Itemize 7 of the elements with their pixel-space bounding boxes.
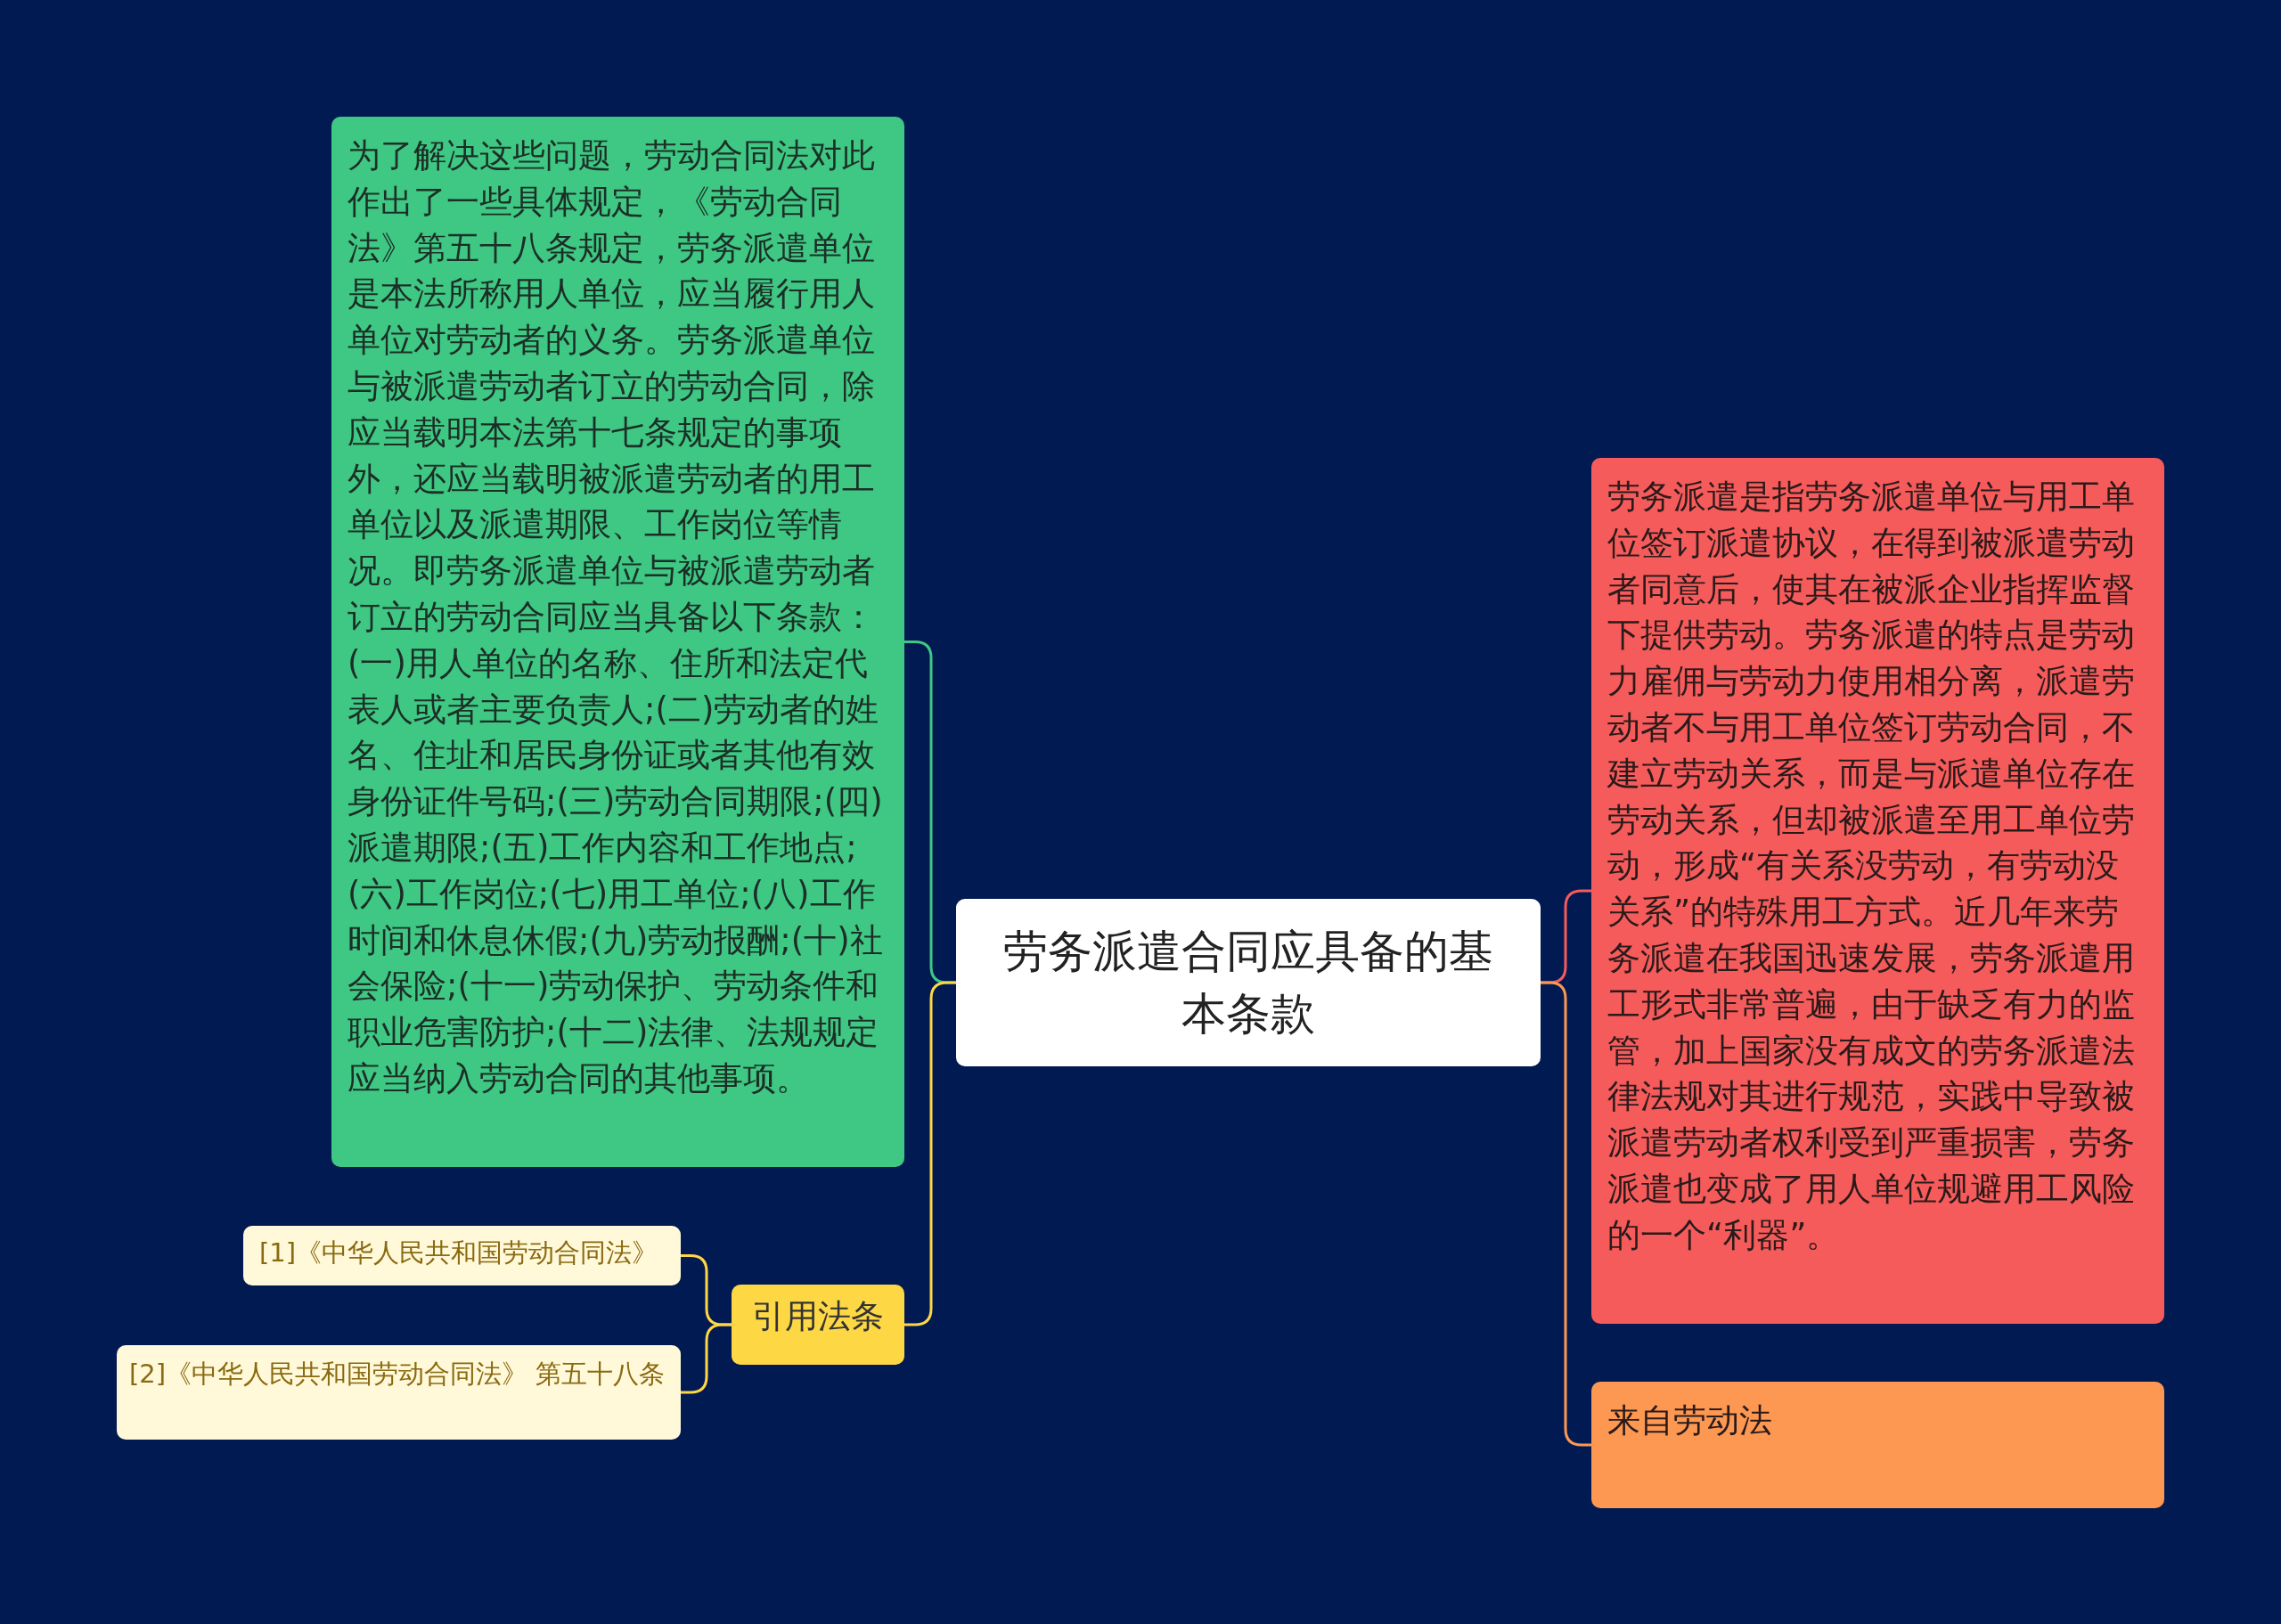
text-box: 为了解决这些问题，劳动合同法对此作出了一些具体规定，《劳动合同法》第五十八条规定，劳务派遣单位是本法所称用人单位，应当履行用人单位对劳动者的义务。劳务派遣单位与被派遣劳动者订立的劳动合同，除应当载明本法第十七条规定的事项外，还应当载明被派遣劳动者的用工单位以及派遣期限、工作岗位等情况。即劳务派遣单位与被派遣劳动者订立的劳动合同应当具备以下条款：(一)用人单位的名称、住所和法定代表人或者主要负责人;(二)劳动者的姓名、住址和居民身份证或者其他有效身份证件号码;(三)劳动合同期限;(四)派遣期限;(五)工作内容和工作地点;(六)工作岗位;(七)用工单位;(八)工作时间和休息休假;(九)劳动报酬;(十)社会保险;(十一)劳动保护、劳动条件和职业危害防护;(十二)法律、法规规定应当纳入劳动合同的其他事项。 [331, 117, 904, 1167]
topic-box: 引用法条 [732, 1285, 904, 1365]
reference-box: [2]《中华人民共和国劳动合同法》 第五十八条 [117, 1345, 681, 1440]
text-box: 劳务派遣是指劳务派遣单位与用工单位签订派遣协议，在得到被派遣劳动者同意后，使其在被派企业指挥监督下提供劳动。劳务派遣的特点是劳动力雇佣与劳动力使用相分离，派遣劳动者不与用工单位签订劳动合同，不建立劳动关系，而是与派遣单位存在劳动关系，但却被派遣至用工单位劳动，形成“有关系没劳动，有劳动没关系”的特殊用工方式。近几年来劳务派遣在我国迅速发展，劳务派遣用工形式非常普遍，由于缺乏有力的监管，加上国家没有成文的劳务派遣法律法规对其进行规范，实践中导致被派遣劳动者权利受到严重损害，劳务派遣也变成了用人单位规避用工风险的一个“利器”。 [1591, 458, 2164, 1324]
topic-box: 劳务派遣合同应具备的基本条款 [956, 899, 1541, 1066]
reference-box: [1]《中华人民共和国劳动合同法》 [243, 1226, 681, 1285]
source-box: 来自劳动法 [1591, 1382, 2164, 1508]
